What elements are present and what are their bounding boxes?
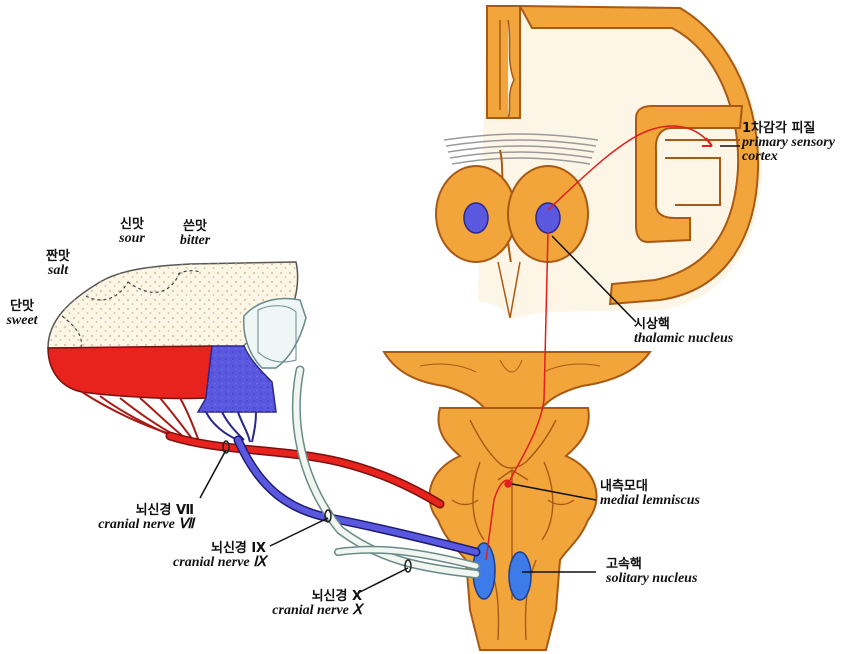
label-primary-sensory-cortex: 1차감각 피질 primary sensory cortex xyxy=(742,122,835,165)
tongue xyxy=(47,261,307,445)
pathway-thalamus-to-cortex xyxy=(547,125,713,211)
label-solitary-nucleus: 고속핵 solitary nucleus xyxy=(606,558,697,586)
sweet-zone-border xyxy=(61,315,83,351)
sweet-label-en: sweet xyxy=(6,312,38,328)
pons-medulla xyxy=(428,407,598,651)
solitary-label-en: solitary nucleus xyxy=(606,570,698,586)
tongue-anterior-red xyxy=(47,345,213,400)
label-sour: 신맛 sour xyxy=(110,218,154,246)
cerebral-cortex xyxy=(518,4,760,306)
label-cranial-nerve-7: 뇌신경 Ⅶ cranial nerve Ⅶ xyxy=(80,504,194,532)
nerve10-label-en: cranial nerve Ⅹ xyxy=(272,602,362,618)
cortex-label-en-line1: primary sensory xyxy=(742,134,835,150)
pharynx xyxy=(242,297,307,369)
nerve9-label-en: cranial nerve Ⅸ xyxy=(173,554,266,570)
nerve7-label-ko: 뇌신경 Ⅶ xyxy=(135,503,194,518)
bitter-label-en: bitter xyxy=(179,232,211,248)
label-cranial-nerve-9: 뇌신경 Ⅸ cranial nerve Ⅸ xyxy=(150,542,266,570)
label-medial-lemniscus: 내측모대 medial lemniscus xyxy=(600,480,700,508)
bitter-label-ko: 쓴맛 xyxy=(183,219,207,234)
nerve9-label-ko: 뇌신경 Ⅸ xyxy=(211,541,266,556)
left-thalamic-nucleus xyxy=(463,202,489,234)
thalamic-label-ko: 시상핵 xyxy=(634,317,670,332)
cranial-nerves xyxy=(165,365,481,579)
lemniscus-label-en: medial lemniscus xyxy=(600,492,700,508)
nerve10-label-ko: 뇌신경 Ⅹ xyxy=(311,589,362,604)
brainstem xyxy=(382,351,652,651)
sweet-label-ko: 단맛 xyxy=(10,299,34,314)
left-hemisphere-medial-cortex xyxy=(486,5,521,119)
brain-coronal-section xyxy=(435,4,762,319)
nerve7-label-en: cranial nerve Ⅶ xyxy=(98,516,194,532)
sour-label-en: sour xyxy=(119,230,145,246)
thalamic-label-en: thalamic nucleus xyxy=(634,330,734,346)
solitary-label-ko: 고속핵 xyxy=(606,557,642,572)
taste-pathway xyxy=(485,125,713,561)
label-cranial-nerve-10: 뇌신경 Ⅹ cranial nerve Ⅹ xyxy=(250,590,362,618)
sour-zone-border xyxy=(127,271,181,293)
label-thalamic-nucleus: 시상핵 thalamic nucleus xyxy=(634,318,733,346)
corpus-callosum xyxy=(443,133,599,165)
pathway-lemniscus-to-thalamus xyxy=(507,231,549,485)
label-bitter: 쓴맛 bitter xyxy=(170,220,220,248)
right-solitary-nucleus xyxy=(508,551,532,601)
salt-zone-border xyxy=(85,281,129,301)
cortex-label-en-line2: cortex xyxy=(742,149,778,165)
right-thalamic-nucleus xyxy=(535,202,561,234)
salt-label-en: salt xyxy=(47,262,69,278)
midbrain-top xyxy=(382,351,652,411)
label-sweet: 단맛 sweet xyxy=(0,300,44,328)
sour-label-ko: 신맛 xyxy=(120,217,144,232)
lemniscus-label-ko: 내측모대 xyxy=(600,479,648,494)
cortex-label-ko: 1차감각 피질 xyxy=(742,121,816,136)
label-salt: 짠맛 salt xyxy=(38,250,78,278)
leader-lines xyxy=(199,145,740,593)
salt-label-ko: 짠맛 xyxy=(46,249,70,264)
bitter-zone-border xyxy=(177,270,201,275)
cortex-gyrus-fold xyxy=(635,105,744,244)
